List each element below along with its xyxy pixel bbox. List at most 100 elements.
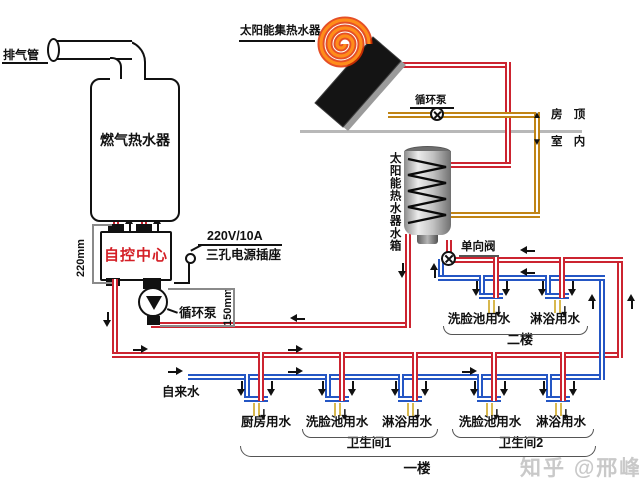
fixture-cold-bottom [244,396,268,402]
flow-arrow [588,294,597,309]
pipe-hot-tank-drop [405,234,411,328]
fixture-hot-branch [559,257,565,298]
heater-fitting [136,224,152,232]
bathroom2-label: 卫生间2 [498,436,544,450]
pipe-solar-return [388,112,540,118]
tank-coil [407,157,447,225]
fixture-cold-branch [545,275,551,299]
flow-arrow [568,281,577,296]
fixture-cold-bottom [325,396,349,402]
flow-arrow [472,281,481,296]
flow-arrow [133,345,148,354]
flow-arrow [421,381,430,396]
pump-roof-underline [410,107,454,109]
bathroom1-label: 卫生间1 [346,436,392,450]
exhaust-tube [54,40,132,60]
pump-rotor-icon [146,296,162,310]
faucet-outlet [554,300,561,313]
power-socket-icon [185,253,196,264]
heater-fitting [108,224,124,232]
dim-220-tick-bottom [92,282,112,284]
fixture-cold-branch [244,374,250,402]
pipe-hot-floor2-main [443,257,623,263]
roof-label: 房 顶 [551,109,590,121]
fixture-cold-branch [477,374,483,402]
bathroom2-brace [452,429,594,438]
flow-arrow [470,381,479,396]
dim-150-tick-top [168,288,234,290]
fixture-cold-branch [546,374,552,402]
flow-arrow [562,409,569,420]
pump-roof-label: 循环泵 [415,94,447,106]
first-floor-brace [240,446,596,457]
fixture-hot-branch [491,352,497,401]
flow-arrow [520,268,535,277]
flow-arrow [391,381,400,396]
fixture-label: 洗脸池用水 [305,415,369,429]
roof-marker-icon: ▲ [532,110,542,121]
flow-arrow [561,306,568,317]
faucet-outlet [486,403,493,416]
flow-arrow [318,381,327,396]
fixture-cold-bottom [398,396,422,402]
check-valve-label: 单向阀 [461,241,496,253]
socket-wire [174,282,190,284]
sun-spiral-icon [317,16,373,68]
pump-indoor-label: 循环泵 [179,306,217,320]
solar-collector-label: 太阳能集热水器 [240,25,321,37]
pipe-hot-valve-stub [446,240,452,260]
flow-arrow [288,345,303,354]
pipe-solar-hot [448,162,511,168]
fixture-hot-branch [412,352,418,401]
dim-220-line [92,224,94,284]
dim-220mm-label: 220mm [74,239,87,277]
fixture-label: 洗脸池用水 [447,312,511,326]
flow-arrow [538,281,547,296]
fixture-label: 淋浴用水 [381,415,433,429]
fixture-cold-branch [479,275,485,299]
flow-arrow [569,381,578,396]
fixture-cold-bottom [477,396,501,402]
second-floor-label: 二楼 [506,332,534,347]
fixture-hot-branch [493,257,499,298]
flow-arrow [500,381,509,396]
roof-line [300,130,582,133]
dim-220-tick-top [92,224,112,226]
pipe-solar-return [448,212,540,218]
fixture-cold-bottom [545,293,569,299]
fixture-label: 淋浴用水 [535,415,587,429]
pipe-hot-supply-riser [112,279,118,358]
flow-arrow [348,381,357,396]
flow-arrow [627,294,636,309]
tap-water-label: 自来水 [162,385,200,399]
flow-arrow [288,367,303,376]
pipe-solar-hot [393,62,511,68]
control-center-box [100,231,172,281]
gas-heater-label: 燃气热水器 [100,132,170,148]
exhaust-elbow-inner [110,57,122,79]
second-floor-brace [443,326,588,335]
watermark: 知乎 @邢峰 [520,457,639,480]
pipe-solar-return [534,112,540,218]
fixture-cold-branch [325,374,331,402]
faucet-outlet [555,403,562,416]
pipe-hot-return-main [151,322,411,328]
pump-fitting-bottom [147,316,160,325]
pipe-cold-right-riser [599,275,605,380]
fixture-cold-bottom [546,396,570,402]
flow-arrow [260,409,267,420]
gas-heater-body [90,78,180,222]
bathroom1-brace [302,429,438,438]
power-rating-underline [198,244,282,246]
fixture-label: 淋浴用水 [529,312,581,326]
tank-pedestal [417,235,438,244]
flow-arrow [414,409,421,420]
flow-arrow [237,381,246,396]
pipe-cold-tank-stub [438,259,444,277]
solar-collector-panel [314,36,406,131]
flow-arrow [539,381,548,396]
exhaust-leader-line [2,62,48,64]
faucet-outlet [488,300,495,313]
exhaust-pipe-label: 排气管 [3,48,40,62]
